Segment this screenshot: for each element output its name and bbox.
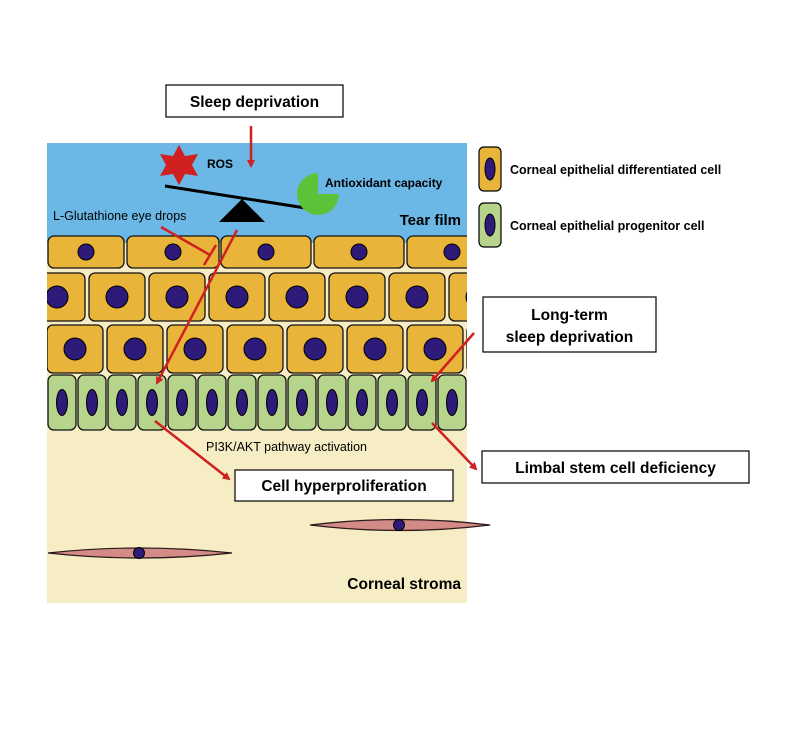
legend-differentiated-swatch [478, 146, 502, 192]
long-term-label-line2: sleep deprivation [506, 329, 633, 346]
progenitor-cell [137, 374, 167, 431]
differentiated-cell [406, 235, 467, 269]
progenitor-cell [197, 374, 227, 431]
stroma-label: Corneal stroma [347, 576, 461, 593]
differentiated-cell [88, 272, 146, 322]
legend: Corneal epithelial differentiated cell C… [478, 146, 721, 248]
progenitor-cell [377, 374, 407, 431]
limbal-box [481, 450, 750, 484]
progenitor-cell [317, 374, 347, 431]
differentiated-cell [220, 235, 312, 269]
progenitor-cell [287, 374, 317, 431]
tear-film-region [47, 143, 467, 243]
differentiated-cell [286, 324, 344, 374]
legend-progenitor-label: Corneal epithelial progenitor cell [510, 219, 704, 233]
progenitor-cell [167, 374, 197, 431]
long-term-box [482, 296, 657, 353]
differentiated-cell [47, 272, 86, 322]
differentiated-cell [148, 272, 206, 322]
sleep-deprivation-box [165, 84, 344, 118]
stroma-fibroblast [47, 547, 233, 559]
sleep-deprivation-label: Sleep deprivation [190, 94, 319, 111]
balance-fulcrum [219, 199, 265, 222]
differentiated-cell [406, 324, 464, 374]
arrow-to-limbal [431, 422, 478, 471]
differentiated-cell [388, 272, 446, 322]
differentiated-cell [226, 324, 284, 374]
limbal-label: Limbal stem cell deficiency [515, 460, 716, 477]
progenitor-cell [257, 374, 287, 431]
l-glutathione-label: L-Glutathione eye drops [53, 209, 186, 223]
antioxidant-label: Antioxidant capacity [325, 176, 443, 190]
arrow-balance-to-progenitor [155, 229, 239, 385]
pi3k-label: PI3K/AKT pathway activation [206, 440, 367, 454]
tear-film-label: Tear film [400, 212, 461, 229]
long-term-label-line1: Long-term [531, 307, 608, 324]
progenitor-cell [468, 375, 496, 430]
differentiated-cell [106, 324, 164, 374]
differentiated-cell [268, 272, 326, 322]
progenitor-cell [437, 374, 467, 431]
progenitor-cell [107, 374, 137, 431]
balance-beam [164, 184, 313, 211]
inhibition-arrow [160, 225, 218, 266]
hyperproliferation-label: Cell hyperproliferation [261, 478, 426, 495]
differentiated-cell [313, 235, 405, 269]
differentiated-cell [126, 235, 220, 269]
differentiated-cell [47, 324, 104, 374]
progenitor-cell [347, 374, 377, 431]
hyperproliferation-box [234, 469, 454, 502]
arrow-long-term-to-progenitor [430, 332, 475, 383]
legend-differentiated-label: Corneal epithelial differentiated cell [510, 163, 721, 177]
progenitor-cell [77, 374, 107, 431]
differentiated-cell [346, 324, 404, 374]
ros-star-icon [160, 145, 198, 185]
differentiated-cell [328, 272, 386, 322]
progenitor-cell [227, 374, 257, 431]
legend-progenitor-swatch [478, 202, 502, 248]
differentiated-cell [47, 235, 125, 269]
antioxidant-icon [297, 173, 339, 215]
progenitor-cell [47, 374, 77, 431]
ros-label: ROS [207, 157, 233, 171]
progenitor-cell [407, 374, 437, 431]
arrow-to-hyperproliferation [154, 420, 231, 481]
epithelium-cells [47, 235, 496, 431]
differentiated-cell [448, 272, 467, 322]
stroma-fibroblast [309, 518, 491, 532]
differentiated-cell [208, 272, 266, 322]
